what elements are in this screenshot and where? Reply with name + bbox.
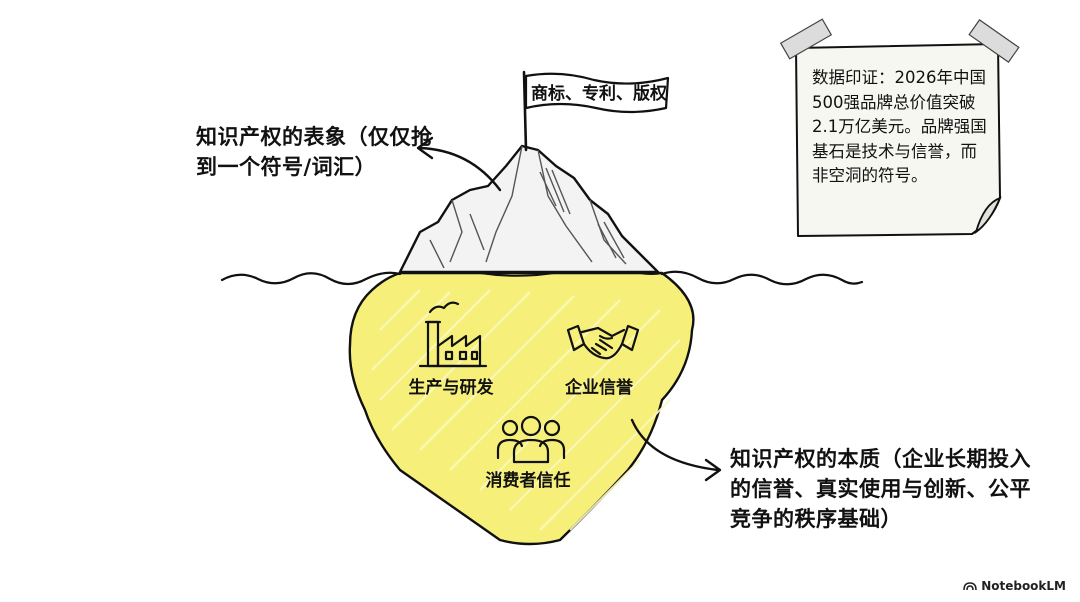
flag-pole (522, 70, 528, 152)
sticky-note (779, 18, 1020, 237)
people-group-icon (496, 415, 566, 464)
tape-left (779, 18, 833, 60)
surface-arrow-head (416, 136, 434, 160)
flag-label: 商标、专利、版权 (531, 84, 667, 104)
handshake-icon (566, 324, 640, 360)
note-curl (974, 196, 1002, 235)
handshake-label: 企业信誉 (565, 378, 633, 398)
essence-arrow (630, 418, 720, 472)
underwater-iceberg (348, 271, 695, 546)
sticky-note-text: 数据印证：2026年中国500强品牌总价值突破2.1万亿美元。品牌强国基石是技术… (812, 68, 987, 185)
people-label: 消费者信任 (485, 471, 571, 491)
tape-right (968, 19, 1020, 63)
brand-watermark: NotebookLM (963, 579, 1066, 593)
underwater-hatching (371, 289, 681, 531)
iceberg-tip (398, 144, 660, 274)
flag-banner (524, 72, 670, 114)
brand-text: NotebookLM (981, 579, 1066, 593)
surface-label: 知识产权的表象（仅仅抢到一个符号/词汇） (196, 125, 433, 179)
essence-label: 知识产权的本质（企业长期投入的信誉、真实使用与创新、公平竞争的秩序基础） (730, 447, 1031, 531)
factory-icon (418, 301, 488, 368)
essence-arrow-head (704, 458, 722, 482)
notebooklm-logo-icon (963, 582, 977, 591)
surface-arrow (418, 146, 502, 192)
iceberg-tip-shading (429, 145, 627, 269)
water-line (220, 270, 864, 286)
factory-label: 生产与研发 (408, 378, 494, 398)
